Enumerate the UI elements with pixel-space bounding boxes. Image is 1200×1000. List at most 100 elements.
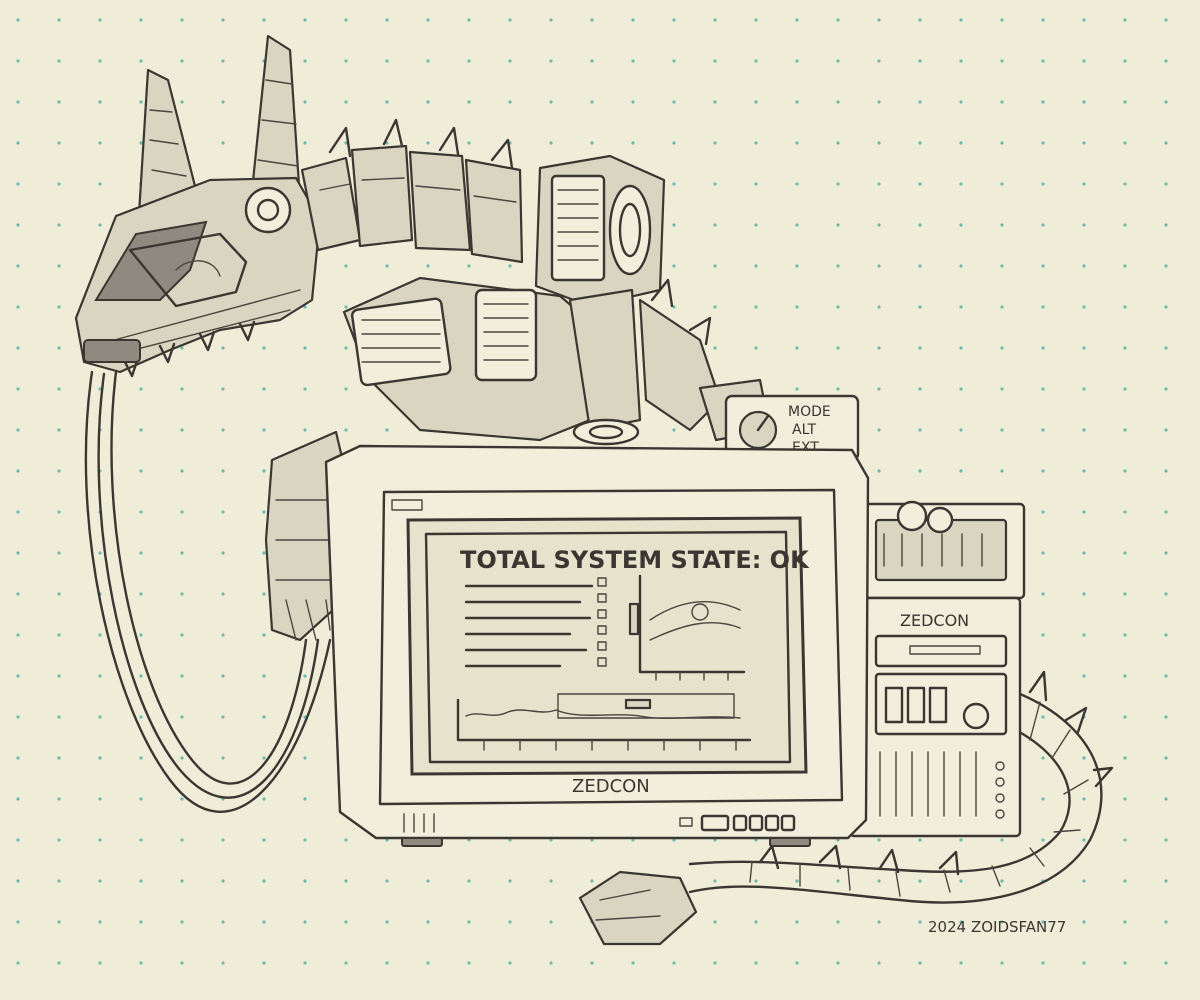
grid-dot bbox=[344, 428, 348, 432]
grid-dot bbox=[631, 100, 635, 104]
grid-dot bbox=[1164, 961, 1168, 965]
grid-dot bbox=[713, 838, 717, 842]
grid-dot bbox=[1123, 920, 1127, 924]
grid-dot bbox=[262, 961, 266, 965]
grid-dot bbox=[344, 920, 348, 924]
grid-dot bbox=[713, 141, 717, 145]
grid-dot bbox=[1000, 305, 1004, 309]
grid-dot bbox=[180, 838, 184, 842]
grid-dot bbox=[1164, 346, 1168, 350]
grid-dot bbox=[426, 18, 430, 22]
grid-dot bbox=[467, 100, 471, 104]
grid-dot bbox=[918, 838, 922, 842]
grid-dot bbox=[1123, 18, 1127, 22]
grid-dot bbox=[344, 387, 348, 391]
grid-dot bbox=[1164, 387, 1168, 391]
grid-dot bbox=[918, 182, 922, 186]
grid-dot bbox=[1123, 633, 1127, 637]
grid-dot bbox=[795, 182, 799, 186]
grid-dot bbox=[98, 387, 102, 391]
grid-dot bbox=[1000, 100, 1004, 104]
grid-dot bbox=[754, 18, 758, 22]
grid-dot bbox=[221, 141, 225, 145]
grid-dot bbox=[221, 592, 225, 596]
grid-dot bbox=[1164, 715, 1168, 719]
grid-dot bbox=[549, 59, 553, 63]
grid-dot bbox=[1041, 961, 1045, 965]
grid-dot bbox=[57, 838, 61, 842]
grid-dot bbox=[1164, 428, 1168, 432]
grid-dot bbox=[262, 756, 266, 760]
grid-dot bbox=[1123, 346, 1127, 350]
grid-dot bbox=[508, 879, 512, 883]
grid-dot bbox=[57, 674, 61, 678]
grid-dot bbox=[1164, 59, 1168, 63]
grid-dot bbox=[467, 879, 471, 883]
grid-dot bbox=[1082, 510, 1086, 514]
grid-dot bbox=[180, 18, 184, 22]
grid-dot bbox=[467, 264, 471, 268]
grid-dot bbox=[180, 633, 184, 637]
grid-dot bbox=[98, 18, 102, 22]
grid-dot bbox=[877, 182, 881, 186]
grid-dot bbox=[180, 920, 184, 924]
grid-dot bbox=[754, 920, 758, 924]
grid-dot bbox=[836, 387, 840, 391]
grid-dot bbox=[959, 838, 963, 842]
grid-dot bbox=[549, 961, 553, 965]
grid-dot bbox=[221, 920, 225, 924]
grid-dot bbox=[918, 387, 922, 391]
grid-dot bbox=[1000, 223, 1004, 227]
grid-dot bbox=[672, 428, 676, 432]
grid-dot bbox=[16, 469, 20, 473]
grid-dot bbox=[795, 387, 799, 391]
grid-dot bbox=[1082, 428, 1086, 432]
grid-dot bbox=[57, 264, 61, 268]
grid-dot bbox=[672, 961, 676, 965]
grid-dot bbox=[180, 510, 184, 514]
grid-dot bbox=[16, 797, 20, 801]
grid-dot bbox=[16, 100, 20, 104]
grid-dot bbox=[1164, 264, 1168, 268]
grid-dot bbox=[549, 879, 553, 883]
grid-dot bbox=[1000, 264, 1004, 268]
grid-dot bbox=[713, 961, 717, 965]
grid-dot bbox=[795, 18, 799, 22]
grid-dot bbox=[1164, 797, 1168, 801]
grid-dot bbox=[16, 264, 20, 268]
grid-dot bbox=[959, 100, 963, 104]
grid-dot bbox=[57, 756, 61, 760]
grid-dot bbox=[344, 346, 348, 350]
grid-dot bbox=[221, 756, 225, 760]
grid-dot bbox=[1082, 18, 1086, 22]
grid-dot bbox=[57, 223, 61, 227]
grid-dot bbox=[98, 879, 102, 883]
dial-label-alt: ALT bbox=[792, 422, 816, 438]
grid-dot bbox=[713, 18, 717, 22]
grid-dot bbox=[1000, 838, 1004, 842]
grid-dot bbox=[1041, 797, 1045, 801]
grid-dot bbox=[754, 141, 758, 145]
grid-dot bbox=[918, 961, 922, 965]
grid-dot bbox=[1164, 100, 1168, 104]
grid-dot bbox=[57, 182, 61, 186]
grid-dot bbox=[1041, 920, 1045, 924]
grid-dot bbox=[1082, 182, 1086, 186]
grid-dot bbox=[98, 715, 102, 719]
grid-dot bbox=[959, 920, 963, 924]
grid-dot bbox=[262, 879, 266, 883]
grid-dot bbox=[959, 961, 963, 965]
mech-dragon: MODE ALT EXT bbox=[74, 34, 860, 642]
grid-dot bbox=[836, 141, 840, 145]
grid-dot bbox=[180, 592, 184, 596]
grid-dot bbox=[221, 59, 225, 63]
grid-dot bbox=[918, 305, 922, 309]
grid-dot bbox=[631, 59, 635, 63]
grid-dot bbox=[918, 469, 922, 473]
grid-dot bbox=[1123, 879, 1127, 883]
grid-dot bbox=[344, 305, 348, 309]
grid-dot bbox=[98, 756, 102, 760]
grid-dot bbox=[180, 387, 184, 391]
grid-dot bbox=[16, 346, 20, 350]
